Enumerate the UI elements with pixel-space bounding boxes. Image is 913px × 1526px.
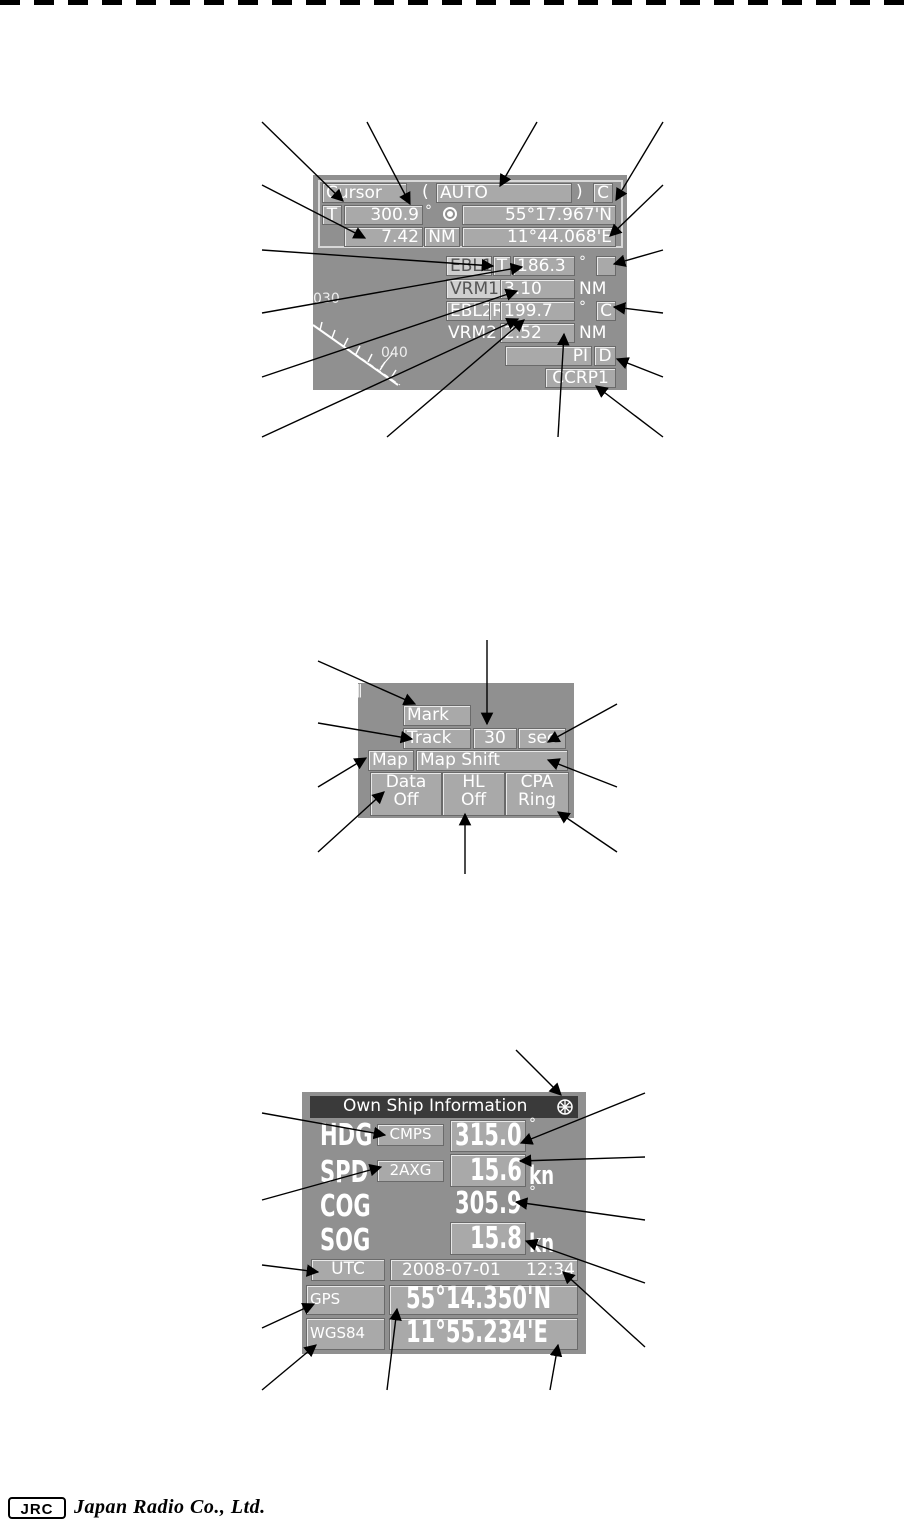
ebl2-flag[interactable]: C	[596, 301, 616, 321]
panel-edge-tick: ‖	[356, 683, 363, 698]
cursor-range-unit: NM	[424, 227, 460, 247]
position-source[interactable]: GPS	[306, 1285, 385, 1315]
hdg-value: 315.0	[455, 1118, 522, 1153]
cpa-ring-button[interactable]: CPA Ring	[505, 772, 569, 816]
sog-label: SOG	[320, 1223, 371, 1258]
ccrp-label[interactable]: CCRP1	[545, 368, 616, 388]
cursor-bearing: 300.9	[344, 205, 423, 225]
track-button[interactable]: Track	[403, 728, 471, 749]
vrm2-label[interactable]: VRM2	[448, 323, 497, 343]
spd-unit: kn	[529, 1161, 555, 1191]
scale-040-label: 040	[381, 345, 408, 361]
ebl2-label[interactable]: EBL2	[446, 301, 493, 321]
vrm1-value: 3.10	[500, 279, 575, 299]
ebl2-value: 199.7	[500, 301, 575, 321]
cog-value: 305.9	[455, 1186, 522, 1221]
hl-off-line1: HL	[462, 772, 485, 792]
cursor-c-flag[interactable]: C	[593, 183, 613, 203]
own-longitude: 11°55.234'E	[406, 1315, 548, 1350]
hdg-source[interactable]: CMPS	[377, 1124, 444, 1146]
data-off-line2: Off	[393, 790, 419, 810]
pi-flag[interactable]: D	[594, 346, 616, 366]
paren-close: )	[576, 182, 583, 202]
mark-button[interactable]: Mark	[403, 705, 471, 726]
sog-value: 15.8	[470, 1221, 522, 1256]
top-dashed-rule	[0, 0, 913, 5]
cursor-deg: °	[425, 203, 432, 219]
sog-value-box	[450, 1222, 526, 1255]
longitude-box	[389, 1318, 578, 1350]
date-time-box	[390, 1259, 578, 1281]
hl-off-line2: Off	[460, 790, 487, 810]
spd-value-box	[450, 1154, 526, 1187]
date-value: 2008-07-01	[402, 1260, 501, 1280]
hl-off-button[interactable]: HL Off	[442, 772, 505, 816]
data-off-line1: Data	[385, 772, 427, 792]
spd-source[interactable]: 2AXG	[377, 1160, 444, 1182]
jrc-logo: JRC	[8, 1497, 66, 1519]
cog-label: COG	[320, 1189, 371, 1224]
ebl1-value: 186.3	[513, 256, 575, 276]
vrm1-unit: NM	[579, 279, 607, 299]
ebl2-deg: °	[579, 299, 586, 315]
paren-open: (	[422, 182, 429, 202]
map-shift-button[interactable]: Map Shift	[416, 750, 568, 771]
map-button[interactable]: Map	[368, 750, 414, 771]
hdg-deg: °	[529, 1116, 536, 1132]
cpa-ring-line1: CPA	[520, 772, 554, 792]
cpa-ring-line2: Ring	[517, 790, 557, 810]
ebl1-deg: °	[579, 254, 586, 270]
hdg-value-box	[450, 1120, 526, 1152]
data-off-button[interactable]: Data Off	[370, 772, 442, 816]
cursor-latitude: 55°17.967'N	[462, 205, 616, 225]
own-ship-title-bar	[310, 1096, 578, 1118]
spd-value: 15.6	[470, 1153, 522, 1188]
cog-deg: °	[529, 1184, 536, 1200]
own-ship-title: Own Ship Information	[343, 1096, 528, 1116]
datum[interactable]: WGS84	[306, 1318, 385, 1350]
position-fix-icon	[443, 207, 457, 221]
jrc-logo-text: JRC	[20, 1501, 54, 1518]
cursor-longitude: 11°44.068'E	[462, 227, 616, 247]
own-latitude: 55°14.350'N	[406, 1281, 552, 1316]
company-name: Japan Radio Co., Ltd.	[74, 1496, 266, 1518]
vrm1-label[interactable]: VRM1	[446, 279, 505, 299]
cursor-t-flag[interactable]: T	[322, 205, 342, 225]
latitude-box	[389, 1285, 578, 1315]
track-interval[interactable]: 30	[473, 728, 517, 749]
vrm2-unit: NM	[579, 323, 607, 343]
pi-label[interactable]: PI	[505, 346, 592, 366]
